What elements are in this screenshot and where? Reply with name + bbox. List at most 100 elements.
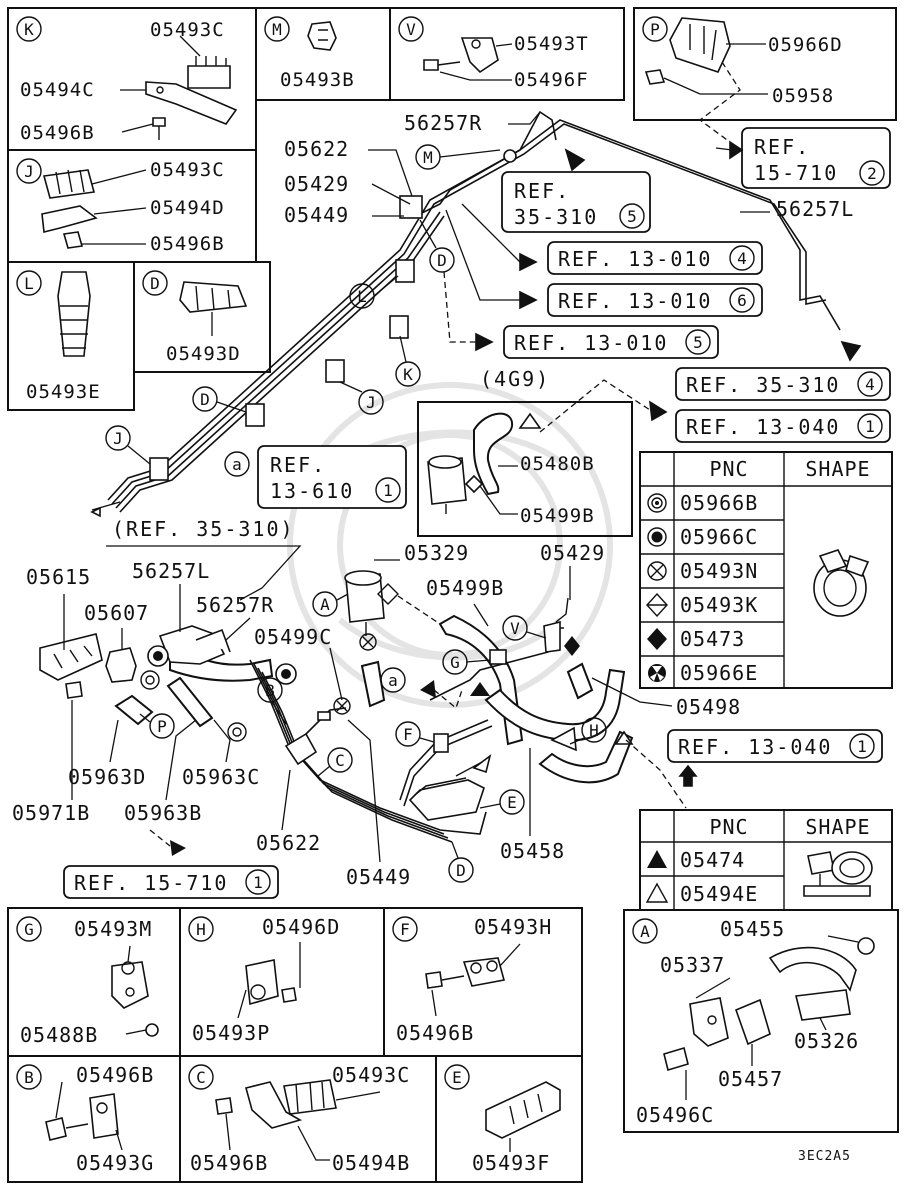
svg-text:05493M: 05493M	[74, 917, 152, 941]
svg-text:56257R: 56257R	[404, 111, 482, 135]
svg-text:E: E	[507, 793, 517, 812]
svg-text:05966E: 05966E	[680, 661, 758, 685]
ref-13-610-1: REF. 13-610 1	[257, 445, 407, 509]
main-labels: 05329 05429 05499B 05499C 05615 56257L 0…	[12, 541, 740, 889]
svg-text:REF. 13-040: REF. 13-040	[686, 415, 840, 439]
svg-text:05449: 05449	[284, 203, 349, 227]
svg-text:05493D: 05493D	[166, 343, 241, 365]
svg-text:D: D	[437, 251, 447, 270]
ref-15-710-1: REF. 15-710 1	[63, 865, 279, 899]
svg-text:05493E: 05493E	[26, 381, 101, 403]
panel-a: A 05455 05337 05326 05457 05496C	[623, 909, 899, 1133]
svg-text:L: L	[24, 274, 34, 293]
upper-labels: 56257R 05622 05429 05449 56257L	[284, 111, 853, 227]
svg-text:05494C: 05494C	[20, 79, 95, 101]
svg-text:05493F: 05493F	[472, 1151, 550, 1175]
svg-text:K: K	[24, 20, 34, 39]
svg-text:2: 2	[867, 164, 877, 183]
upper-callouts: M D L K J D J a	[105, 144, 501, 477]
svg-text:05493H: 05493H	[474, 915, 552, 939]
svg-text:05493K: 05493K	[680, 593, 758, 617]
main-assembly	[39, 559, 698, 843]
svg-text:(4G9): (4G9)	[480, 367, 550, 391]
svg-text:REF.: REF.	[514, 179, 570, 203]
svg-text:05963D: 05963D	[68, 765, 146, 789]
svg-text:M: M	[423, 148, 433, 167]
svg-text:05458: 05458	[500, 839, 565, 863]
svg-text:K: K	[403, 365, 413, 384]
svg-text:05496D: 05496D	[262, 915, 340, 939]
svg-text:SHAPE: SHAPE	[805, 815, 870, 839]
svg-text:4: 4	[865, 375, 875, 394]
ref-13-040-1-top: REF. 13-040 1	[539, 379, 891, 443]
svg-text:05966D: 05966D	[768, 34, 843, 56]
svg-text:05337: 05337	[660, 953, 725, 977]
ref-13-040-1-bottom: REF. 13-040 1	[667, 729, 883, 763]
svg-text:SHAPE: SHAPE	[805, 457, 870, 481]
svg-text:05329: 05329	[404, 541, 469, 565]
ref-35-310-5: REF. 35-310 5	[501, 148, 651, 233]
svg-text:V: V	[406, 20, 416, 39]
svg-text:15-710: 15-710	[754, 161, 838, 185]
ref-35-310-4: REF. 35-310 4	[675, 340, 891, 401]
svg-text:a: a	[388, 671, 398, 690]
panel-j: J 05493C 05494D 05496B	[7, 149, 257, 263]
shape-table-2: PNC SHAPE 05474 05494E	[639, 809, 893, 911]
panel-d-top: D 05493D	[133, 261, 271, 373]
svg-text:05615: 05615	[26, 565, 91, 589]
svg-text:05496B: 05496B	[76, 1063, 154, 1087]
svg-text:05966B: 05966B	[680, 491, 758, 515]
svg-text:REF. 13-010: REF. 13-010	[558, 247, 712, 271]
svg-text:1: 1	[857, 737, 867, 756]
svg-text:PNC: PNC	[709, 815, 748, 839]
svg-text:05496C: 05496C	[636, 1103, 714, 1127]
panel-f: F 05493H 05496B	[383, 907, 583, 1057]
svg-text:E: E	[452, 1068, 462, 1087]
ref-13-010-6: REF. 13-010 6	[445, 209, 763, 317]
svg-text:REF. 35-310: REF. 35-310	[686, 373, 840, 397]
panel-v: V 05493T 05496F	[389, 7, 625, 101]
svg-text:05966C: 05966C	[680, 525, 758, 549]
svg-text:05499B: 05499B	[426, 576, 504, 600]
svg-text:H: H	[589, 721, 599, 740]
svg-text:C: C	[196, 1068, 206, 1087]
svg-text:05429: 05429	[284, 172, 349, 196]
panel-e: E 05493F	[435, 1055, 583, 1183]
svg-text:1: 1	[383, 481, 393, 500]
main-callouts: A V G B C F H E D P a	[139, 591, 607, 883]
svg-text:1: 1	[865, 417, 875, 436]
svg-text:05429: 05429	[540, 541, 605, 565]
svg-text:F: F	[400, 920, 410, 939]
svg-text:35-310: 35-310	[514, 205, 598, 229]
svg-text:05480B: 05480B	[520, 453, 595, 475]
svg-text:05622: 05622	[284, 137, 349, 161]
svg-text:05449: 05449	[346, 865, 411, 889]
svg-text:REF. 13-010: REF. 13-010	[558, 289, 712, 313]
svg-text:L: L	[357, 287, 367, 306]
svg-text:05474: 05474	[680, 848, 745, 872]
svg-text:05488B: 05488B	[20, 1023, 98, 1047]
svg-text:05971B: 05971B	[12, 801, 90, 825]
svg-text:H: H	[196, 920, 206, 939]
svg-text:C: C	[335, 751, 345, 770]
svg-text:13-610: 13-610	[270, 479, 354, 503]
svg-text:6: 6	[737, 291, 747, 310]
svg-text:REF.: REF.	[270, 453, 326, 477]
svg-text:A: A	[640, 922, 650, 941]
svg-text:05473: 05473	[680, 627, 745, 651]
svg-text:05493N: 05493N	[680, 559, 758, 583]
svg-text:PNC: PNC	[709, 457, 748, 481]
svg-text:G: G	[450, 653, 460, 672]
svg-text:D: D	[200, 390, 210, 409]
svg-text:56257R: 56257R	[196, 593, 274, 617]
svg-text:D: D	[456, 861, 466, 880]
svg-text:05958: 05958	[772, 85, 834, 107]
ref-35-310-paren: (REF. 35-310)	[106, 517, 302, 601]
ref-13-010-4: REF. 13-010 4	[461, 203, 763, 275]
svg-text:J: J	[113, 429, 123, 448]
svg-text:G: G	[24, 920, 34, 939]
svg-text:REF.: REF.	[754, 135, 810, 159]
svg-text:05496B: 05496B	[396, 1021, 474, 1045]
svg-text:4: 4	[737, 249, 747, 268]
